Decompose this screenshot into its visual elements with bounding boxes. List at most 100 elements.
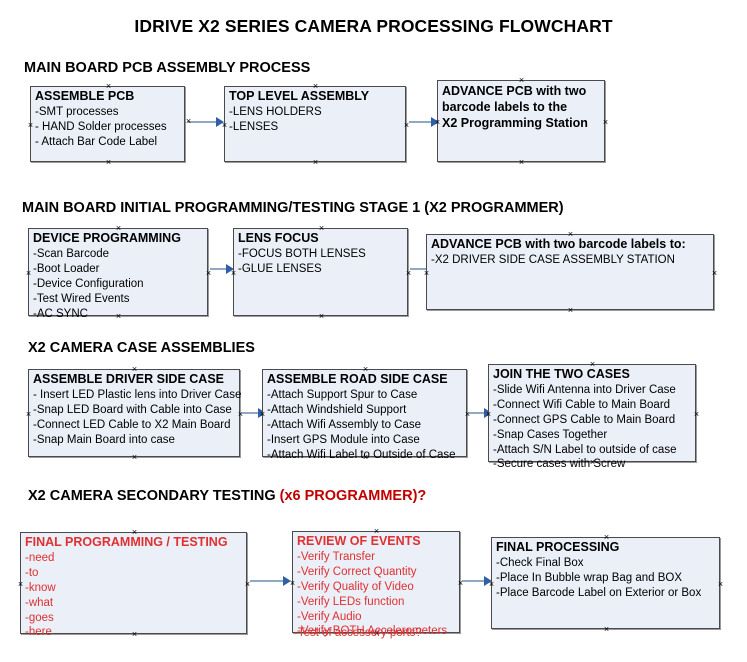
resize-handle-right[interactable] (205, 270, 212, 277)
resize-handle-right[interactable] (405, 270, 412, 277)
node-advance-pcb-driver-side-case[interactable]: ADVANCE PCB with two barcode labels to: … (426, 234, 714, 310)
resize-handle-left[interactable] (25, 411, 32, 418)
connector-top-level-to-advance-pcb (409, 121, 435, 123)
resize-handle-top[interactable] (518, 77, 525, 84)
resize-handle-left[interactable] (289, 580, 296, 587)
list-item: -LENSES (229, 120, 279, 133)
resize-handle-bottom[interactable] (567, 307, 574, 314)
node-title: FINAL PROGRAMMING / TESTING (25, 535, 228, 549)
resize-handle-bottom[interactable] (131, 631, 138, 638)
node-title: LENS FOCUS (238, 231, 319, 245)
list-item: -goes (25, 611, 54, 624)
resize-handle-bottom[interactable] (105, 159, 112, 166)
node-item-list: -Attach Support Spur to Case -Attach Win… (263, 388, 466, 463)
list-item: -Attach Windshield Support (267, 403, 407, 416)
node-item-list: -Scan Barcode -Boot Loader -Device Confi… (29, 247, 207, 322)
connector-device-programming-to-lens-focus (210, 268, 231, 270)
resize-handle-bottom[interactable] (518, 159, 525, 166)
list-item: -Attach S/N Label to outside of case (493, 443, 677, 456)
node-review-of-events[interactable]: REVIEW OF EVENTS -Verify Transfer -Verif… (289, 528, 460, 637)
resize-handle-left[interactable] (434, 119, 441, 126)
list-item: - Insert LED Plastic lens into Driver Ca… (33, 388, 242, 401)
connector-handle[interactable] (185, 118, 192, 125)
node-device-programming[interactable]: DEVICE PROGRAMMING -Scan Barcode -Boot L… (25, 225, 208, 320)
resize-handle-bottom[interactable] (318, 313, 325, 320)
list-item: -FOCUS BOTH LENSES (238, 247, 366, 260)
resize-handle-bottom[interactable] (312, 159, 319, 166)
resize-handle-top[interactable] (589, 361, 596, 368)
connector-assemble-pcb-to-top-level (188, 121, 218, 123)
resize-handle-left[interactable] (221, 122, 228, 129)
node-join-the-two-cases[interactable]: JOIN THE TWO CASES -Slide Wifi Antenna i… (485, 361, 696, 470)
node-title: ASSEMBLE DRIVER SIDE CASE (33, 372, 225, 386)
node-item-list: -FOCUS BOTH LENSES -GLUE LENSES (234, 247, 407, 277)
resize-handle-left[interactable] (25, 270, 32, 277)
resize-handle-top[interactable] (603, 534, 610, 541)
resize-handle-left[interactable] (27, 122, 34, 129)
list-item: -Slide Wifi Antenna into Driver Case (493, 383, 676, 396)
resize-handle-top[interactable] (567, 231, 574, 238)
list-item: -Device Configuration (33, 277, 144, 290)
node-item-list: -SMT processes - HAND Solder processes -… (31, 105, 184, 150)
resize-handle-left[interactable] (488, 581, 495, 588)
section-heading-text: X2 CAMERA SECONDARY TESTING (28, 488, 280, 504)
resize-handle-right[interactable] (602, 119, 609, 126)
resize-handle-top[interactable] (131, 366, 138, 373)
node-advance-pcb-programming-station[interactable]: ADVANCE PCB with two barcode labels to t… (437, 80, 605, 162)
list-item: -Test Wired Events (33, 292, 130, 305)
resize-handle-left[interactable] (485, 411, 492, 418)
resize-handle-right[interactable] (711, 270, 718, 277)
node-item-list: -Slide Wifi Antenna into Driver Case -Co… (489, 383, 695, 473)
node-final-processing[interactable]: FINAL PROCESSING -Check Final Box -Place… (491, 537, 720, 629)
connector-review-events-to-final-processing (462, 580, 488, 582)
list-item: -Insert GPS Module into Case (267, 433, 420, 446)
connector-driver-case-to-road-case (242, 412, 262, 414)
resize-handle-top[interactable] (105, 83, 112, 90)
node-title: JOIN THE TWO CASES (493, 367, 630, 381)
resize-handle-left[interactable] (230, 270, 237, 277)
resize-handle-right[interactable] (403, 122, 410, 129)
list-item: -know (25, 581, 56, 594)
list-item: -here (25, 626, 52, 639)
list-item: -Verify Transfer (297, 550, 375, 563)
list-item: - Attach Bar Code Label (35, 135, 158, 148)
list-item: -Connect LED Cable to X2 Main Board (33, 418, 231, 431)
node-top-level-assembly[interactable]: TOP LEVEL ASSEMBLY -LENS HOLDERS -LENSES (224, 86, 406, 162)
connector-final-programming-to-review-events (250, 580, 288, 582)
resize-handle-top[interactable] (131, 529, 138, 536)
resize-handle-bottom[interactable] (115, 313, 122, 320)
resize-handle-right[interactable] (244, 581, 251, 588)
resize-handle-top[interactable] (373, 528, 380, 535)
list-item: -AC SYNC (33, 307, 88, 320)
resize-handle-left[interactable] (259, 411, 266, 418)
resize-handle-bottom[interactable] (603, 626, 610, 633)
resize-handle-left[interactable] (423, 270, 430, 277)
list-item: -Connect Wifi Cable to Main Board (493, 398, 671, 411)
resize-handle-left[interactable] (17, 581, 24, 588)
resize-handle-top[interactable] (312, 83, 319, 90)
list-item: -Scan Barcode (33, 247, 110, 260)
resize-handle-top[interactable] (115, 225, 122, 232)
resize-handle-bottom[interactable] (589, 459, 596, 466)
node-final-programming-testing[interactable]: FINAL PROGRAMMING / TESTING -need -to -k… (17, 529, 247, 638)
resize-handle-top[interactable] (362, 366, 369, 373)
resize-handle-bottom[interactable] (131, 454, 138, 461)
node-lens-focus[interactable]: LENS FOCUS -FOCUS BOTH LENSES -GLUE LENS… (233, 228, 408, 316)
list-item: -Attach Support Spur to Case (267, 388, 418, 401)
node-title: TOP LEVEL ASSEMBLY (229, 89, 370, 103)
resize-handle-top[interactable] (318, 225, 325, 232)
resize-handle-bottom[interactable] (362, 454, 369, 461)
list-item: -SMT processes (35, 105, 119, 118)
list-item: -Attach Wifi Assembly to Case (267, 418, 422, 431)
resize-handle-right[interactable] (717, 581, 724, 588)
arrow-head-icon (226, 264, 234, 274)
list-item: -GLUE LENSES (238, 262, 322, 275)
node-assemble-road-side-case[interactable]: ASSEMBLE ROAD SIDE CASE -Attach Support … (259, 366, 467, 461)
node-title: ASSEMBLE PCB (35, 89, 135, 103)
resize-handle-right[interactable] (693, 411, 700, 418)
node-item-list: - Insert LED Plastic lens into Driver Ca… (29, 388, 242, 448)
node-item-list: -X2 DRIVER SIDE CASE ASSEMBLY STATION (427, 253, 713, 268)
node-assemble-driver-side-case[interactable]: ASSEMBLE DRIVER SIDE CASE - Insert LED P… (25, 366, 242, 457)
node-assemble-pcb[interactable]: ASSEMBLE PCB -SMT processes - HAND Solde… (30, 86, 185, 162)
